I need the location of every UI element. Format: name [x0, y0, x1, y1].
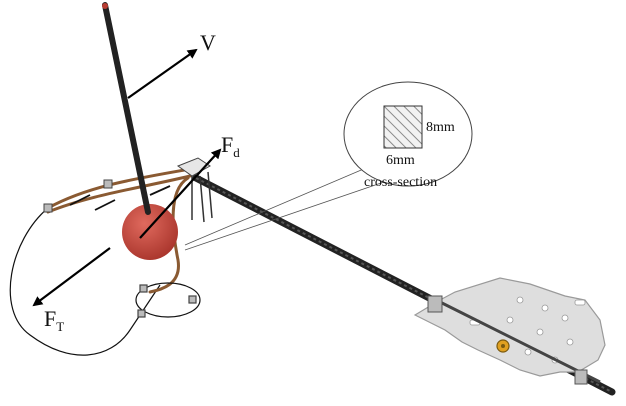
cross-section-rect — [383, 105, 423, 149]
clamp-ring — [135, 282, 201, 318]
drag-force-arrow — [139, 148, 222, 239]
cross-section-callout — [343, 81, 473, 187]
velocity-arrow — [127, 48, 198, 99]
velocity-label: V — [200, 30, 216, 55]
sphere — [122, 204, 178, 260]
callout-lines — [184, 161, 385, 251]
tubing — [46, 166, 198, 294]
mount-bracket — [176, 157, 213, 223]
cross-section-caption: cross-section — [364, 175, 437, 190]
force-arrows — [32, 48, 222, 307]
base-plate — [413, 277, 606, 385]
drag-force-label: Fd — [221, 132, 240, 160]
cross-section-width-label: 6mm — [386, 153, 415, 168]
tension-force-arrow — [32, 247, 111, 307]
cross-section-height-label: 8mm — [426, 120, 455, 135]
vertical-rod — [102, 2, 151, 215]
tension-force-label: FT — [44, 306, 64, 334]
